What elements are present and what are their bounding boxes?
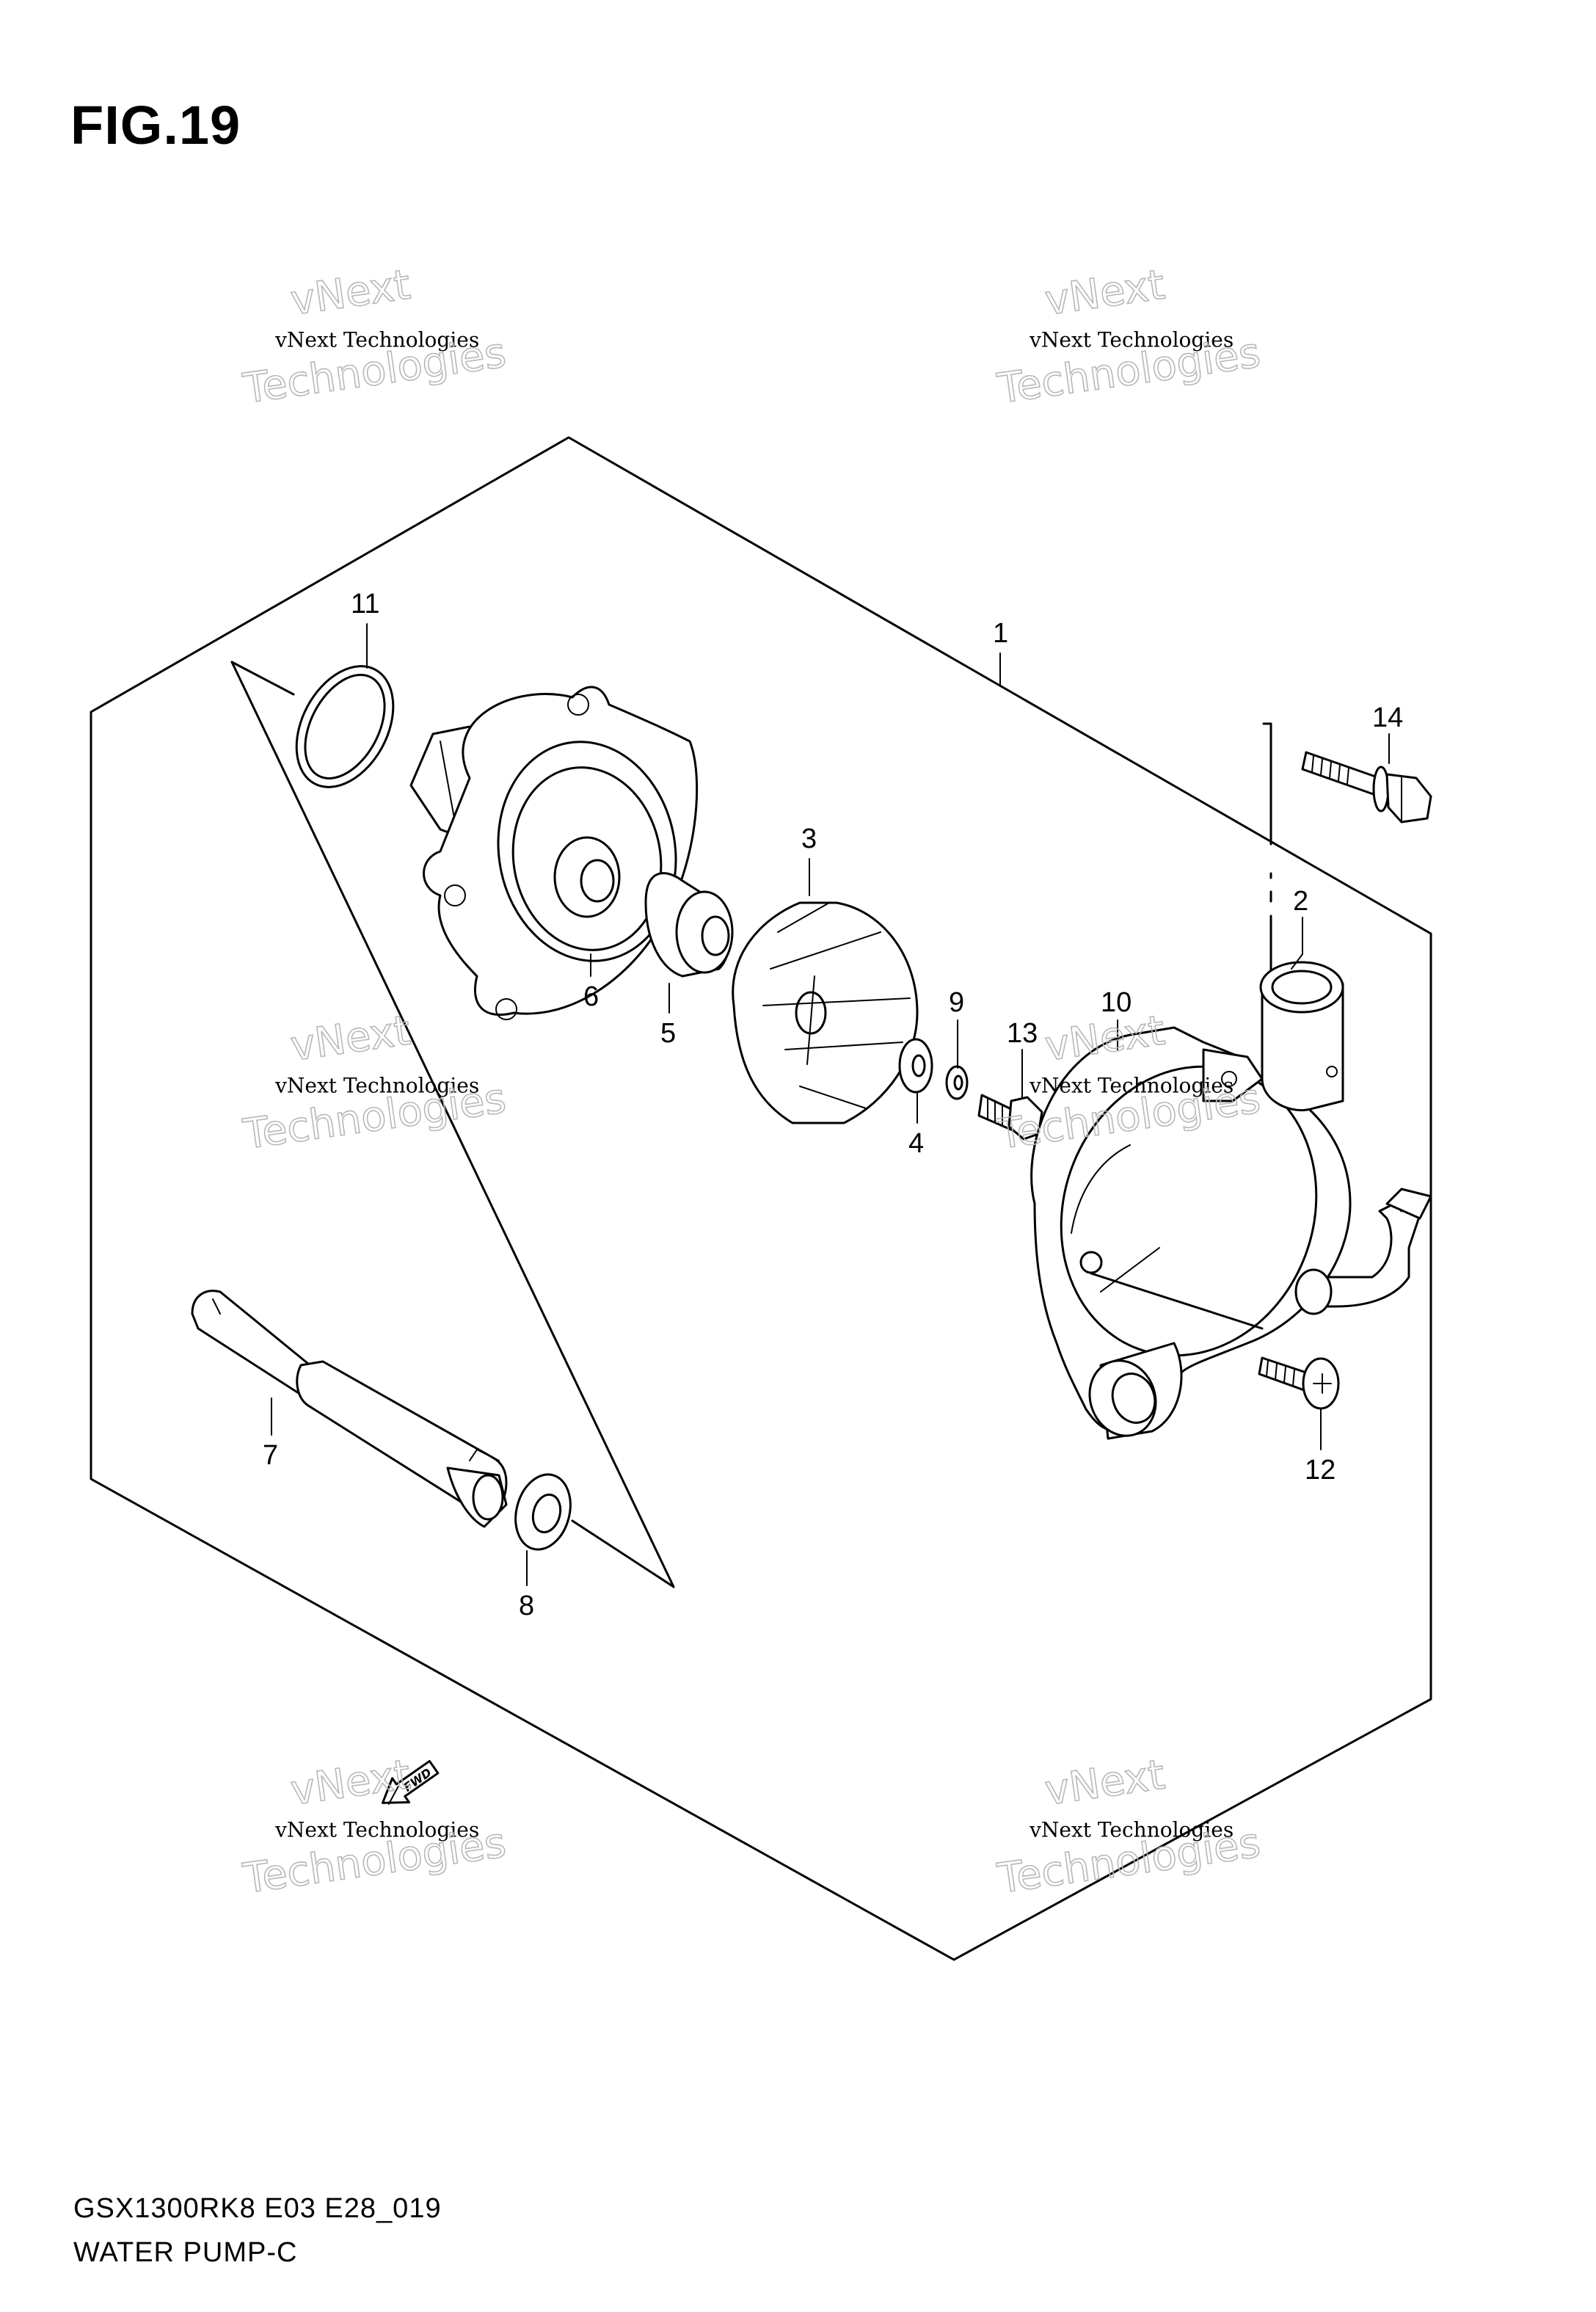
part-14-flange-bolt: [1301, 751, 1432, 824]
watermark-text: vNext Technologies: [1029, 1818, 1234, 1842]
watermark-bottom-left: vNext vNext Technologies Technologies: [239, 1751, 509, 1904]
callout-14: 14: [1372, 702, 1403, 733]
callout-5: 5: [660, 1018, 676, 1049]
callout-1: 1: [993, 618, 1008, 649]
diagram-name: WATER PUMP-C: [73, 2237, 298, 2268]
callout-10: 10: [1101, 987, 1132, 1018]
assembly-outline: [90, 436, 1432, 1961]
watermark-text: vNext Technologies: [1029, 328, 1234, 352]
watermark-text: vNext Technologies: [274, 328, 479, 352]
part-9-washer: [945, 1065, 969, 1100]
watermark-text: vNext: [288, 261, 413, 325]
part-4-washer: [898, 1038, 933, 1094]
watermark-text: vNext Technologies: [274, 1074, 479, 1098]
watermark-bottom-right: vNext vNext Technologies Technologies: [994, 1751, 1264, 1904]
watermark-top-right: vNext vNext Technologies Technologies: [994, 261, 1264, 414]
part-11-o-ring: [295, 665, 395, 788]
watermark-text: vNext: [1042, 261, 1167, 325]
watermark-text: vNext: [288, 1007, 413, 1071]
part-6-pump-cover: [409, 686, 699, 1020]
part-3-impeller: [732, 901, 926, 1124]
part-13-bolt: [977, 1094, 1043, 1141]
callout-2: 2: [1293, 886, 1308, 917]
watermark-text: vNext: [288, 1751, 413, 1815]
callout-6: 6: [583, 981, 599, 1012]
watermark-text: vNext Technologies: [274, 1818, 479, 1842]
part-7-shaft: [191, 1290, 508, 1528]
callouts: 1 2 3 4 5 6 7 8 9 10 11 12 13 14: [263, 589, 1403, 1621]
diagram-code: GSX1300RK8 E03 E28_019: [73, 2193, 442, 2224]
pump-inlet-port: [1088, 1342, 1183, 1440]
watermark-mid-left: vNext vNext Technologies Technologies: [239, 1006, 509, 1160]
watermark-text: vNext: [1042, 1751, 1167, 1815]
leader-lines: [271, 623, 1390, 1586]
callout-3: 3: [801, 824, 817, 854]
callout-13: 13: [1007, 1018, 1038, 1049]
callout-12: 12: [1305, 1455, 1336, 1486]
callout-4: 4: [908, 1128, 924, 1159]
watermark-top-left: vNext vNext Technologies Technologies: [239, 261, 509, 414]
part-2-outlet-pipe: [1259, 961, 1432, 1315]
watermark-text: vNext Technologies: [1029, 1074, 1234, 1098]
callout-7: 7: [263, 1440, 278, 1471]
callout-8: 8: [519, 1591, 534, 1621]
callout-11: 11: [351, 589, 379, 619]
part-12-screw: [1258, 1356, 1340, 1410]
part-5-mechanical-seal: [644, 872, 734, 978]
part-8-washer: [514, 1473, 572, 1551]
callout-9: 9: [949, 987, 964, 1018]
part-10-pump-body: [1030, 1026, 1352, 1433]
figure-title: FIG.19: [70, 95, 241, 156]
